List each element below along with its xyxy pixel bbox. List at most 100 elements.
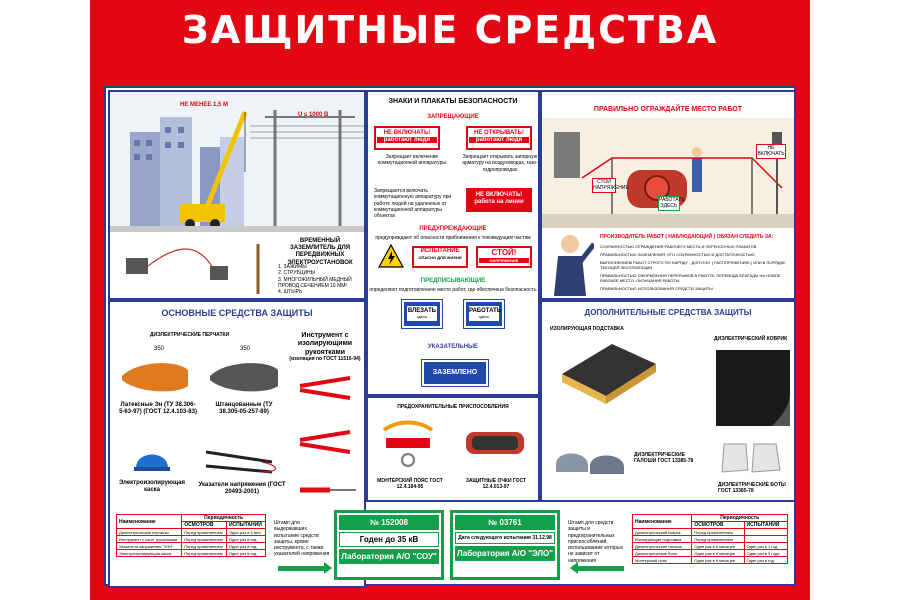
table-cell: Перед применением xyxy=(691,528,745,536)
mat-caption: ДИЭЛЕКТРИЧЕСКИЙ КОВРИК xyxy=(714,336,788,342)
glove1-dimension: 350 xyxy=(154,346,165,352)
safety-devices-panel: ПРЕДОХРАНИТЕЛЬНЫЕ ПРИСПОСОБЛЕНИЯ МОНТЕРС… xyxy=(366,396,540,502)
crane-illustration xyxy=(110,92,364,232)
table-cell: Один раз в год xyxy=(225,535,267,543)
prescribing-label: ПРЕДПИСЫВАЮЩИЕ xyxy=(420,278,486,284)
table-cell: Один раз в 6 мес xyxy=(225,528,267,536)
galoshes-illustration xyxy=(556,453,624,474)
table-cell xyxy=(743,535,789,543)
table-cell: Один раз в 6 месяцев xyxy=(691,549,745,557)
table-cell: Один раз в 6 месяцев xyxy=(691,542,745,550)
sign-work-on-line: НЕ ВКЛЮЧАТЬ! работа на линии xyxy=(466,188,532,212)
sign-no-switch-small: НЕ ВКЛЮЧАТЬ xyxy=(756,144,786,159)
duty-item: ВЫПОЛНЕНИЕМ РАБОТ СТРОГО ПО НАРЯДУ - ДОП… xyxy=(600,260,786,270)
distance-label: НЕ МЕНЕЕ 1,5 М xyxy=(180,102,229,108)
table-cell: Один раз в 1 год xyxy=(743,542,789,550)
table-cell: Диэлектрические перчатки xyxy=(115,528,183,536)
glove1-caption: Латексные Эн (ТУ 38.306-5-63-97) (ГОСТ 1… xyxy=(119,402,197,416)
right-stamp-note: Штамп для средств защиты и предохранител… xyxy=(568,520,624,564)
table-cell: Диэлектрический коврик xyxy=(631,528,693,536)
table-cell: ОСМОТРОВ xyxy=(691,521,745,529)
sign-climb-here: ВЛЕЗАТЬ здесь xyxy=(401,299,443,329)
warning-label: ПРЕДУПРЕЖДАЮЩИЕ xyxy=(419,226,487,232)
devices-title: ПРЕДОХРАНИТЕЛЬНЫЕ ПРИСПОСОБЛЕНИЯ xyxy=(397,404,509,410)
table-cell: Наименование xyxy=(631,514,693,529)
belt-caption: МОНТЕРСКИЙ ПОЯС ГОСТ 12.4.184-95 xyxy=(377,478,443,491)
high-voltage-triangle-icon xyxy=(378,244,404,268)
gloves-header: ДИЭЛЕКТРИЧЕСКИЕ ПЕРЧАТКИ xyxy=(150,332,230,338)
grounding-kit-illustration xyxy=(126,244,260,294)
duty-item: СОХРАННОСТЬЮ ОГРАЖДЕНИЯ РАБОЧЕГО МЕСТА И… xyxy=(600,244,757,249)
tools-gost: (изоляция по ГОСТ 11516-94) xyxy=(289,356,361,362)
gloves-illustration xyxy=(122,363,278,392)
goggles-illustration xyxy=(466,432,524,454)
safety-signs-panel: ЗНАКИ И ПЛАКАТЫ БЕЗОПАСНОСТИ ЗАПРЕЩАЮЩИЕ… xyxy=(366,90,540,396)
table-cell: ИСПЫТАНИЙ xyxy=(743,521,789,529)
glove2-caption: Штанцованные (ТУ 38.305-05-257-89) xyxy=(215,402,273,416)
table-cell: ОСМОТРОВ xyxy=(181,521,227,529)
table-cell: Инструмент с изол. рукоятками xyxy=(115,535,183,543)
voltage-tester-illustration xyxy=(205,450,276,474)
galoshes-caption: ДИЭЛЕКТРИЧЕСКИЕ ГАЛОШИ ГОСТ 13385-78 xyxy=(634,452,694,465)
sign-do-not-open: НЕ ОТКРЫВАТЬ! работают люди xyxy=(466,126,532,150)
table-cell: Один раз в год xyxy=(225,542,267,550)
additional-protection-panel: ДОПОЛНИТЕЛЬНЫЕ СРЕДСТВА ЗАЩИТЫ ИЗОЛИРУЮЩ… xyxy=(540,300,796,502)
left-stamp-note: Штамп для выдержавших испытание средств … xyxy=(274,520,330,558)
grounding-caption: ВРЕМЕННЫЙ ЗАЗЕМЛИТЕЛЬ ДЛЯ ПЕРЕДВИЖНЫХ ЭЛ… xyxy=(287,238,353,266)
voltage-label: U ≤ 1000 В xyxy=(298,112,329,118)
dielectric-mat-illustration xyxy=(716,350,790,426)
table-cell: Изолирующая подставка xyxy=(631,535,693,543)
basic-title: ОСНОВНЫЕ СРЕДСТВА ЗАЩИТЫ xyxy=(161,308,313,318)
table-cell: Один раз в год xyxy=(225,549,267,557)
right-arrow-icon xyxy=(570,562,624,574)
helmet-caption: Электроизолирующая каска xyxy=(118,480,186,494)
stamp-box-1: № 152008 Годен до 35 кВ Лаборатория А/О … xyxy=(334,510,444,580)
sign-stop-small: СТОЙ НАПРЯЖЕНИЕ xyxy=(592,178,629,193)
warning-note: предупреждают об опасности приближения к… xyxy=(375,235,531,241)
fencing-title: ПРАВИЛЬНО ОГРАЖДАЙТЕ МЕСТО РАБОТ xyxy=(593,106,743,113)
table-cell: Диэлектрические галоши xyxy=(631,542,693,550)
fenced-workplace-illustration xyxy=(542,118,794,228)
grounding-legend: 1. ЗАЖИМЫ 2. СТРУБЦИНЫ 3. МНОГОЖИЛЬНЫЙ М… xyxy=(278,264,352,295)
stamp-box-2: № 03761 Дата следующего испытания 31.12.… xyxy=(450,510,560,580)
left-arrow-icon xyxy=(278,562,332,574)
sign1-note: Запрещает включение коммутационной аппар… xyxy=(378,154,446,167)
table-cell: Перед применением xyxy=(691,535,745,543)
table-row: Указатели напряжения "УНН"Перед применен… xyxy=(115,542,267,550)
sign2-note: Запрещает открывать запорную арматуру на… xyxy=(462,154,538,173)
boots-illustration xyxy=(721,443,781,473)
tester-caption: Указатели напряжения (ГОСТ 20493-2001) xyxy=(198,482,286,496)
belt-illustration xyxy=(382,420,434,467)
goggles-caption: ЗАЩИТНЫЕ ОЧКИ ГОСТ 12.4.013-97 xyxy=(465,478,527,491)
sign-do-not-switch-on: НЕ ВКЛЮЧАТЬ! работают люди xyxy=(374,126,440,150)
duty-item: ПРАВИЛЬНОСТЬЮ ИСПОЛЬЗОВАНИЯ СРЕДСТВ ЗАЩИ… xyxy=(600,286,713,291)
sign-work-here-small: РАБОТАТЬ ЗДЕСЬ xyxy=(658,196,685,211)
duty-item: ПРАВИЛЬНОСТЬЮ ОФОРМЛЕНИЯ ПЕРЕРЫВОВ В РАБ… xyxy=(600,273,781,283)
poster-title: ЗАЩИТНЫЕ СРЕДСТВА xyxy=(181,8,719,52)
stand-caption: ИЗОЛИРУЮЩАЯ ПОДСТАВКА xyxy=(550,326,624,332)
insulating-stand-illustration xyxy=(562,344,656,404)
table-cell: Периодичность xyxy=(691,514,788,522)
table-cell: Один раз в год xyxy=(743,556,789,564)
table-cell xyxy=(743,528,789,536)
table-cell: Перед применением xyxy=(181,542,227,550)
tools-caption: Инструмент с изолирующими рукоятками xyxy=(297,332,353,356)
duty-item: ПРАВИЛЬНОСТЬЮ ЗАЗЕМЛЕНИЯ, ЕГО СОХРАННОСТ… xyxy=(600,252,755,257)
sign-grounded: ЗАЗЕМЛЕНО xyxy=(421,359,489,387)
insulated-tools-illustration xyxy=(299,376,356,493)
table-cell: Перед применением xyxy=(181,528,227,536)
grounding-panel: НЕ МЕНЕЕ 1,5 М U ≤ 1000 В ВРЕМЕННЫЙ ЗАЗЕ… xyxy=(108,90,366,300)
table-cell: Наименование xyxy=(115,514,183,529)
table-cell: ИСПЫТАНИЙ xyxy=(225,521,267,529)
table-cell: Перед применением xyxy=(181,549,227,557)
poster-board: НЕ МЕНЕЕ 1,5 М U ≤ 1000 В ВРЕМЕННЫЙ ЗАЗЕ… xyxy=(104,86,796,588)
